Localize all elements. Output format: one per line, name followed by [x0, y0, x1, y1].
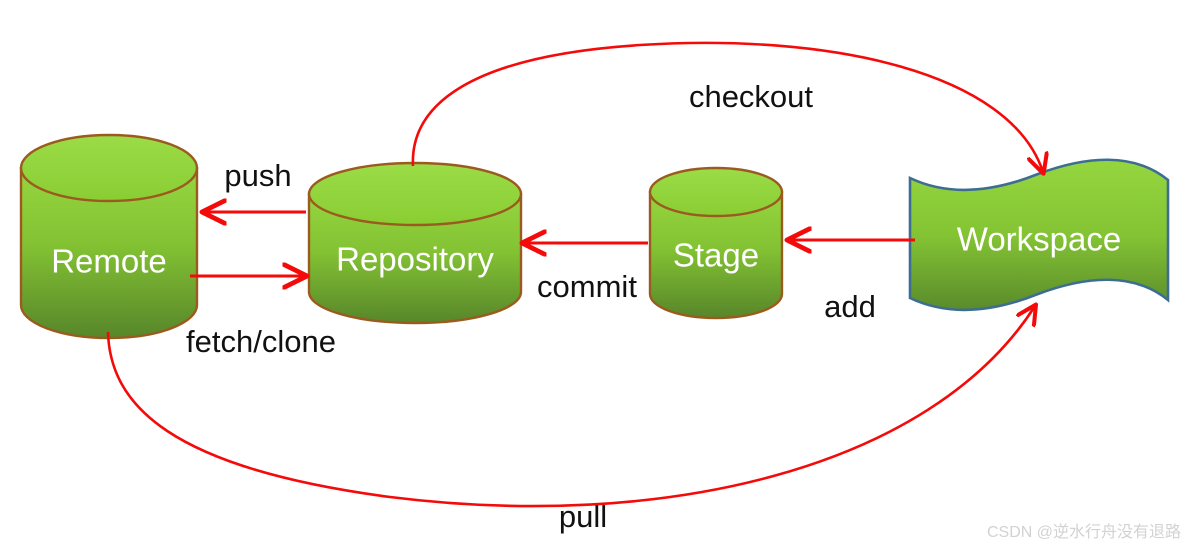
edge-pull: pull — [106, 306, 1035, 534]
node-remote[interactable]: Remote — [19, 133, 199, 340]
watermark: CSDN @逆水行舟没有退路 — [987, 523, 1181, 541]
edge-commit: commit — [523, 243, 648, 304]
node-label-repository: Repository — [336, 241, 494, 278]
edge-label-fetch-clone: fetch/clone — [186, 324, 336, 359]
edge-checkout: checkout — [411, 41, 1043, 172]
node-repository[interactable]: Repository — [307, 161, 523, 325]
edge-checkout-curve — [411, 41, 1043, 172]
edge-pull-curve — [106, 306, 1035, 508]
edge-add: add — [788, 240, 915, 324]
edge-label-add: add — [824, 289, 876, 324]
node-stage[interactable]: Stage — [648, 166, 784, 320]
edge-label-checkout: checkout — [689, 79, 813, 114]
edge-label-push: push — [224, 158, 291, 193]
remote-cylinder-top — [19, 133, 199, 203]
repository-cylinder-top — [307, 161, 523, 227]
edge-label-commit: commit — [537, 269, 637, 304]
stage-cylinder-top — [648, 166, 784, 218]
node-label-workspace: Workspace — [957, 221, 1121, 258]
node-label-stage: Stage — [673, 237, 759, 274]
edge-push: push — [203, 158, 306, 212]
node-label-remote: Remote — [51, 243, 167, 280]
node-workspace[interactable]: Workspace — [908, 158, 1170, 312]
edge-label-pull: pull — [559, 499, 607, 534]
edge-fetch-clone: fetch/clone — [186, 276, 336, 359]
